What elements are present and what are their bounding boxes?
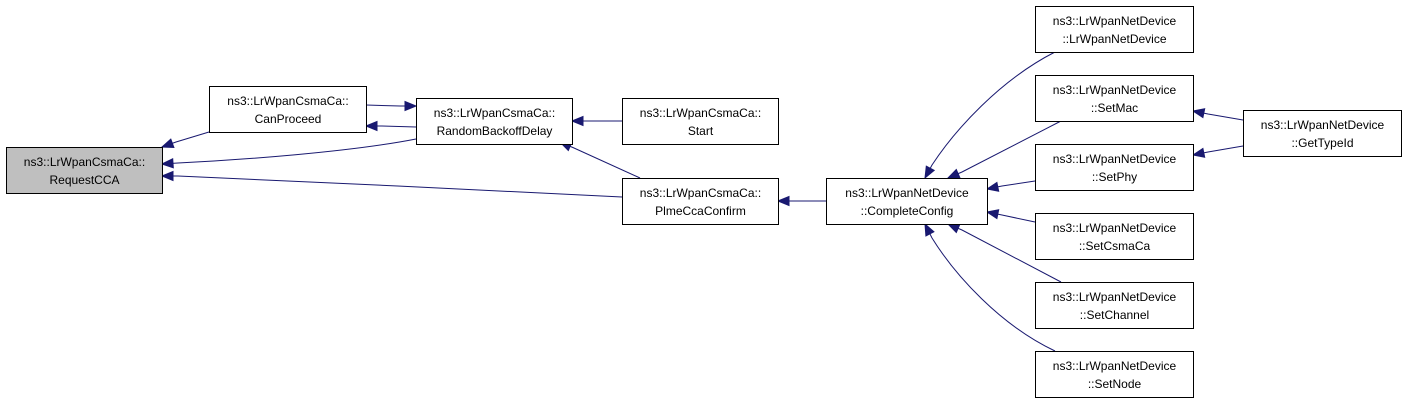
node-label-line1: ns3::LrWpanNetDevice xyxy=(1053,221,1177,235)
node-set-node[interactable]: ns3::LrWpanNetDevice::SetNode xyxy=(1035,351,1194,398)
node-can-proceed[interactable]: ns3::LrWpanCsmaCa::CanProceed xyxy=(209,86,367,133)
arrowhead xyxy=(570,115,584,127)
node-set-channel[interactable]: ns3::LrWpanNetDevice::SetChannel xyxy=(1035,282,1194,329)
node-label-line2: ::SetMac xyxy=(1091,101,1138,115)
arrowhead xyxy=(160,170,174,182)
node-box xyxy=(1035,351,1194,398)
node-label-line1: ns3::LrWpanNetDevice xyxy=(1053,83,1177,97)
node-lrwpannetdevice[interactable]: ns3::LrWpanNetDevice::LrWpanNetDevice xyxy=(1035,6,1194,53)
edge-start-to-random-backoff-delay xyxy=(570,115,622,127)
edge-random-backoff-delay-to-request-cca xyxy=(160,138,417,169)
edge-set-mac-to-complete-config xyxy=(946,120,1062,179)
arrowhead xyxy=(985,181,1000,192)
node-label-line2: ::LrWpanNetDevice xyxy=(1062,32,1166,46)
arrowhead xyxy=(1191,108,1206,119)
edge-can-proceed-to-request-cca xyxy=(160,131,210,149)
edge-lrwpannetdevice-to-complete-config xyxy=(924,51,1056,180)
edge-plme-cca-confirm-to-random-backoff-delay xyxy=(558,141,641,179)
edge-random-backoff-delay-to-can-proceed xyxy=(364,120,417,132)
arrowhead xyxy=(364,120,378,132)
node-box xyxy=(622,178,779,225)
node-start[interactable]: ns3::LrWpanCsmaCa::Start xyxy=(622,98,779,145)
edge-plme-cca-confirm-to-request-cca xyxy=(160,170,623,198)
node-set-mac[interactable]: ns3::LrWpanNetDevice::SetMac xyxy=(1035,75,1194,122)
nodes-layer: ns3::LrWpanCsmaCa::RequestCCAns3::LrWpan… xyxy=(6,6,1402,398)
edge-line xyxy=(559,141,641,179)
arrowhead xyxy=(404,100,418,112)
edge-line xyxy=(161,138,417,165)
edge-line xyxy=(924,51,1056,179)
node-label-line2: ::SetPhy xyxy=(1092,170,1137,184)
node-box xyxy=(1035,282,1194,329)
node-label-line1: ns3::LrWpanCsmaCa:: xyxy=(640,186,761,200)
edge-complete-config-to-plme-cca-confirm xyxy=(776,195,826,207)
edge-can-proceed-to-random-backoff-delay xyxy=(365,100,418,112)
node-box xyxy=(209,86,367,133)
node-label-line1: ns3::LrWpanCsmaCa:: xyxy=(640,106,761,120)
node-label-line2: ::SetNode xyxy=(1088,377,1142,391)
node-request-cca: ns3::LrWpanCsmaCa::RequestCCA xyxy=(6,147,163,194)
node-box xyxy=(1035,6,1194,53)
arrowhead xyxy=(776,195,790,207)
edges-layer xyxy=(160,51,1244,352)
node-label-line1: ns3::LrWpanNetDevice xyxy=(1053,359,1177,373)
node-box xyxy=(1035,144,1194,191)
node-random-backoff-delay[interactable]: ns3::LrWpanCsmaCa::RandomBackoffDelay xyxy=(416,98,573,145)
edge-set-csma-ca-to-complete-config xyxy=(985,209,1036,223)
edge-line xyxy=(162,175,623,198)
node-label-line1: ns3::LrWpanNetDevice xyxy=(1053,290,1177,304)
node-label-line2: CanProceed xyxy=(255,112,322,126)
node-label-line1: ns3::LrWpanNetDevice xyxy=(1053,152,1177,166)
node-label-line1: ns3::LrWpanCsmaCa:: xyxy=(227,94,348,108)
node-label-line2: ::GetTypeId xyxy=(1291,136,1353,150)
node-box xyxy=(416,98,573,145)
node-plme-cca-confirm[interactable]: ns3::LrWpanCsmaCa::PlmeCcaConfirm xyxy=(622,178,779,225)
node-box xyxy=(1035,75,1194,122)
node-label-line2: ::CompleteConfig xyxy=(861,204,954,218)
arrowhead xyxy=(160,138,175,149)
node-box xyxy=(1035,213,1194,260)
node-label-line2: ::SetCsmaCa xyxy=(1079,239,1151,253)
node-box xyxy=(622,98,779,145)
arrowhead xyxy=(160,158,174,169)
node-label-line2: RandomBackoffDelay xyxy=(437,124,553,138)
node-label-line1: ns3::LrWpanNetDevice xyxy=(1053,14,1177,28)
edge-get-type-id-to-set-phy xyxy=(1191,145,1244,158)
node-label-line1: ns3::LrWpanNetDevice xyxy=(1261,118,1385,132)
edge-set-phy-to-complete-config xyxy=(985,180,1036,192)
node-label-line1: ns3::LrWpanNetDevice xyxy=(845,186,969,200)
node-label-line2: RequestCCA xyxy=(49,173,119,187)
edge-line xyxy=(924,223,1056,352)
arrowhead xyxy=(946,168,961,179)
node-label-line2: PlmeCcaConfirm xyxy=(655,204,746,218)
node-label-line2: ::SetChannel xyxy=(1080,308,1149,322)
node-box xyxy=(6,147,163,194)
node-box xyxy=(826,178,988,225)
edge-set-node-to-complete-config xyxy=(924,222,1056,352)
node-box xyxy=(1243,110,1402,157)
edge-get-type-id-to-set-mac xyxy=(1191,108,1244,121)
node-label-line1: ns3::LrWpanCsmaCa:: xyxy=(24,155,145,169)
arrowhead xyxy=(946,223,961,234)
node-set-phy[interactable]: ns3::LrWpanNetDevice::SetPhy xyxy=(1035,144,1194,191)
node-get-type-id[interactable]: ns3::LrWpanNetDevice::GetTypeId xyxy=(1243,110,1402,157)
node-label-line2: Start xyxy=(688,124,714,138)
node-label-line1: ns3::LrWpanCsmaCa:: xyxy=(434,106,555,120)
arrowhead xyxy=(924,165,936,180)
arrowhead xyxy=(924,222,935,237)
node-complete-config[interactable]: ns3::LrWpanNetDevice::CompleteConfig xyxy=(826,178,988,225)
arrowhead xyxy=(985,209,1000,220)
node-set-csma-ca[interactable]: ns3::LrWpanNetDevice::SetCsmaCa xyxy=(1035,213,1194,260)
arrowhead xyxy=(1191,147,1206,158)
